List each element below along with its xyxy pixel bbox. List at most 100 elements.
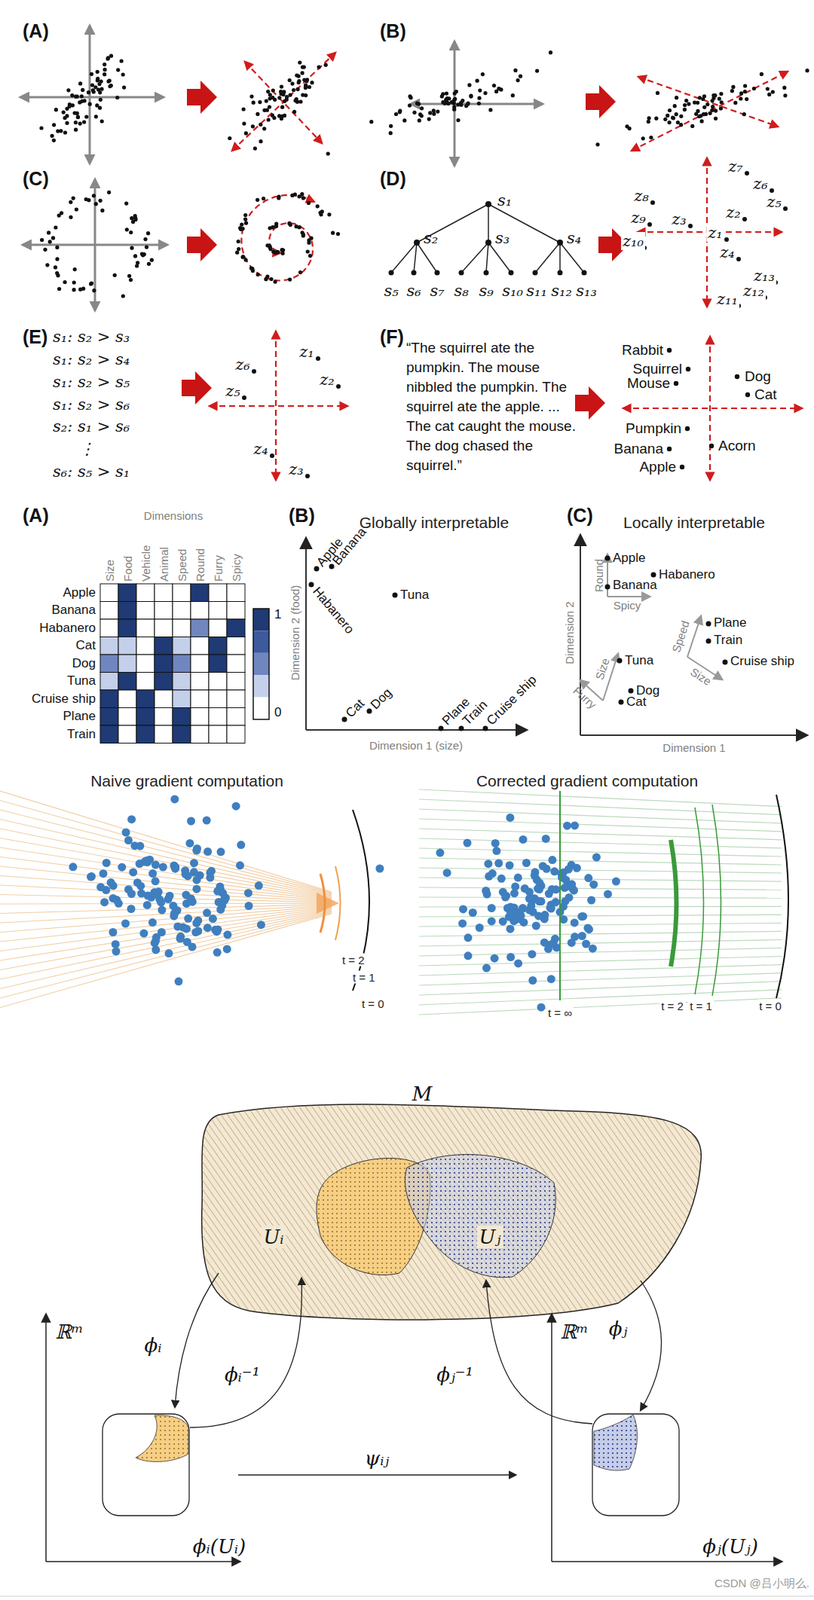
manifold-hatch <box>201 1104 702 1321</box>
scatter-dot <box>667 120 672 125</box>
matrix-cell <box>190 673 209 692</box>
math-symbol: ℝᵐ <box>560 1321 589 1344</box>
sample-dot <box>541 835 551 844</box>
scatter-dot <box>697 114 701 119</box>
manifold-chart-diagram <box>0 1104 814 1598</box>
matrix-cell <box>208 708 227 727</box>
sample-dot <box>151 877 160 886</box>
word-label: Banana <box>613 440 664 458</box>
scatter-dot <box>256 272 261 277</box>
map-arrow <box>189 1279 302 1429</box>
scatter-dot <box>300 93 305 98</box>
chart-image <box>592 1414 680 1517</box>
plot-axis <box>580 734 807 737</box>
matrix-cell <box>226 690 245 709</box>
matrix-cell <box>118 584 137 603</box>
red-dashed-arrow <box>232 52 336 151</box>
scatter-dot <box>144 245 149 250</box>
sample-dot <box>183 914 193 924</box>
sample-dot <box>170 795 179 804</box>
scatter-dot <box>251 369 257 374</box>
sample-dot <box>136 882 145 891</box>
ray <box>419 923 782 928</box>
scatter-dot <box>96 88 101 92</box>
chart-image <box>102 1414 190 1517</box>
scatter-dot <box>498 87 503 92</box>
scatter-dot <box>388 131 393 135</box>
item-label: Train <box>713 633 743 649</box>
matrix-cell <box>208 619 227 638</box>
scatter-dot <box>42 247 47 252</box>
scatter-dot <box>95 70 100 74</box>
scatter-dot <box>627 126 632 131</box>
scatter-dot <box>427 117 432 122</box>
sample-dot <box>205 874 215 883</box>
scatter-dot <box>124 201 129 206</box>
sample-dot <box>148 869 157 879</box>
sample-dot <box>557 873 567 882</box>
tree-edge <box>488 242 512 273</box>
scatter-dot <box>326 151 331 156</box>
sample-dot <box>174 977 184 986</box>
tree-dot <box>459 270 465 276</box>
plot-dot <box>459 726 465 732</box>
scatter-dot <box>446 101 450 106</box>
scatter-dot <box>50 134 55 138</box>
matrix-cell <box>100 708 119 727</box>
matrix-cell <box>100 725 119 744</box>
scatter-dot <box>266 117 271 122</box>
plot-dot <box>617 658 623 665</box>
tree-dot <box>557 270 564 276</box>
scatter-dot <box>39 50 809 479</box>
point-label: z₁₁ <box>715 290 740 309</box>
matrix-cell <box>100 619 119 638</box>
scatter-dot <box>548 50 553 55</box>
item-label: Habanero <box>39 621 96 637</box>
scatter-dot <box>402 118 407 123</box>
axis-label: Speed <box>669 619 692 655</box>
scatter-dot <box>271 88 276 92</box>
scatter-dot <box>771 89 775 94</box>
manifold-region <box>201 1104 702 1321</box>
scatter-dot <box>298 270 303 275</box>
bottom-rule <box>0 1597 814 1598</box>
tree-dot <box>485 201 492 208</box>
matrix-cell <box>208 584 227 603</box>
coordinate-axis <box>550 1315 553 1563</box>
scatter-dot <box>648 135 653 140</box>
tree-edge <box>416 242 438 273</box>
ray <box>0 902 332 905</box>
item-label: Habanero <box>309 584 357 638</box>
math-label: s₈ <box>453 281 469 300</box>
scatter-dot <box>119 58 124 63</box>
matrix-cell <box>253 608 270 720</box>
gray-axis <box>410 103 543 106</box>
ray <box>0 913 332 999</box>
math-label: s₇ <box>429 281 444 300</box>
scatter-dot <box>452 91 457 95</box>
scatter-dot <box>127 274 132 279</box>
sample-dot <box>182 899 191 909</box>
scatter-dot <box>676 120 680 125</box>
scatter-dot <box>804 68 809 73</box>
axis-label: Size <box>103 560 117 582</box>
scatter-dot <box>73 120 78 125</box>
sample-dot <box>506 953 515 962</box>
sample-dot <box>164 895 173 904</box>
matrix-cell <box>154 673 173 692</box>
scatter-dot <box>300 65 305 70</box>
scatter-dot <box>452 107 456 112</box>
ray <box>419 982 782 996</box>
scatter-dot <box>685 426 690 432</box>
tree-edge <box>486 242 489 273</box>
sample-dot <box>244 889 253 898</box>
coordinate-axis <box>45 1561 240 1564</box>
matrix-cell <box>100 637 119 656</box>
matrix-cell <box>100 673 119 692</box>
scatter-dot <box>673 381 679 386</box>
scatter-dot <box>280 248 285 253</box>
scatter-dot <box>63 130 68 135</box>
matrix-cell <box>226 654 245 674</box>
red-dashed-arrow <box>623 407 802 410</box>
matrix-cell <box>118 690 137 709</box>
